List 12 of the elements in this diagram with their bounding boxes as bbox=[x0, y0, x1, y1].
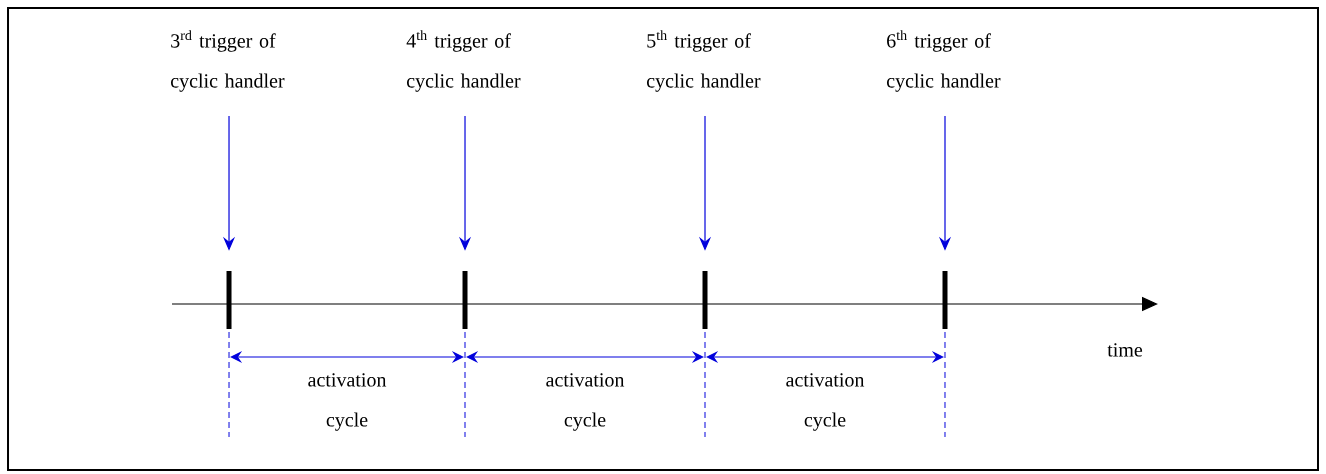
axis-label: time bbox=[1107, 343, 1143, 357]
interval-label: activation cycle bbox=[546, 373, 625, 431]
trigger-label: 3$^{rd}$ trigger of cyclic handler bbox=[171, 30, 285, 92]
trigger-label: 5$^{th}$ trigger of cyclic handler bbox=[647, 30, 761, 92]
tick-mark bbox=[942, 271, 948, 329]
tick-mark bbox=[462, 271, 468, 329]
interval-label: activation cycle bbox=[308, 373, 387, 431]
tick-mark bbox=[226, 271, 232, 329]
tick-mark bbox=[702, 271, 708, 329]
trigger-label: 6$^{th}$ trigger of cyclic handler bbox=[886, 30, 1001, 92]
interval-label: activation cycle bbox=[786, 373, 865, 431]
trigger-label: 4$^{th}$ trigger of cyclic handler bbox=[406, 30, 521, 92]
